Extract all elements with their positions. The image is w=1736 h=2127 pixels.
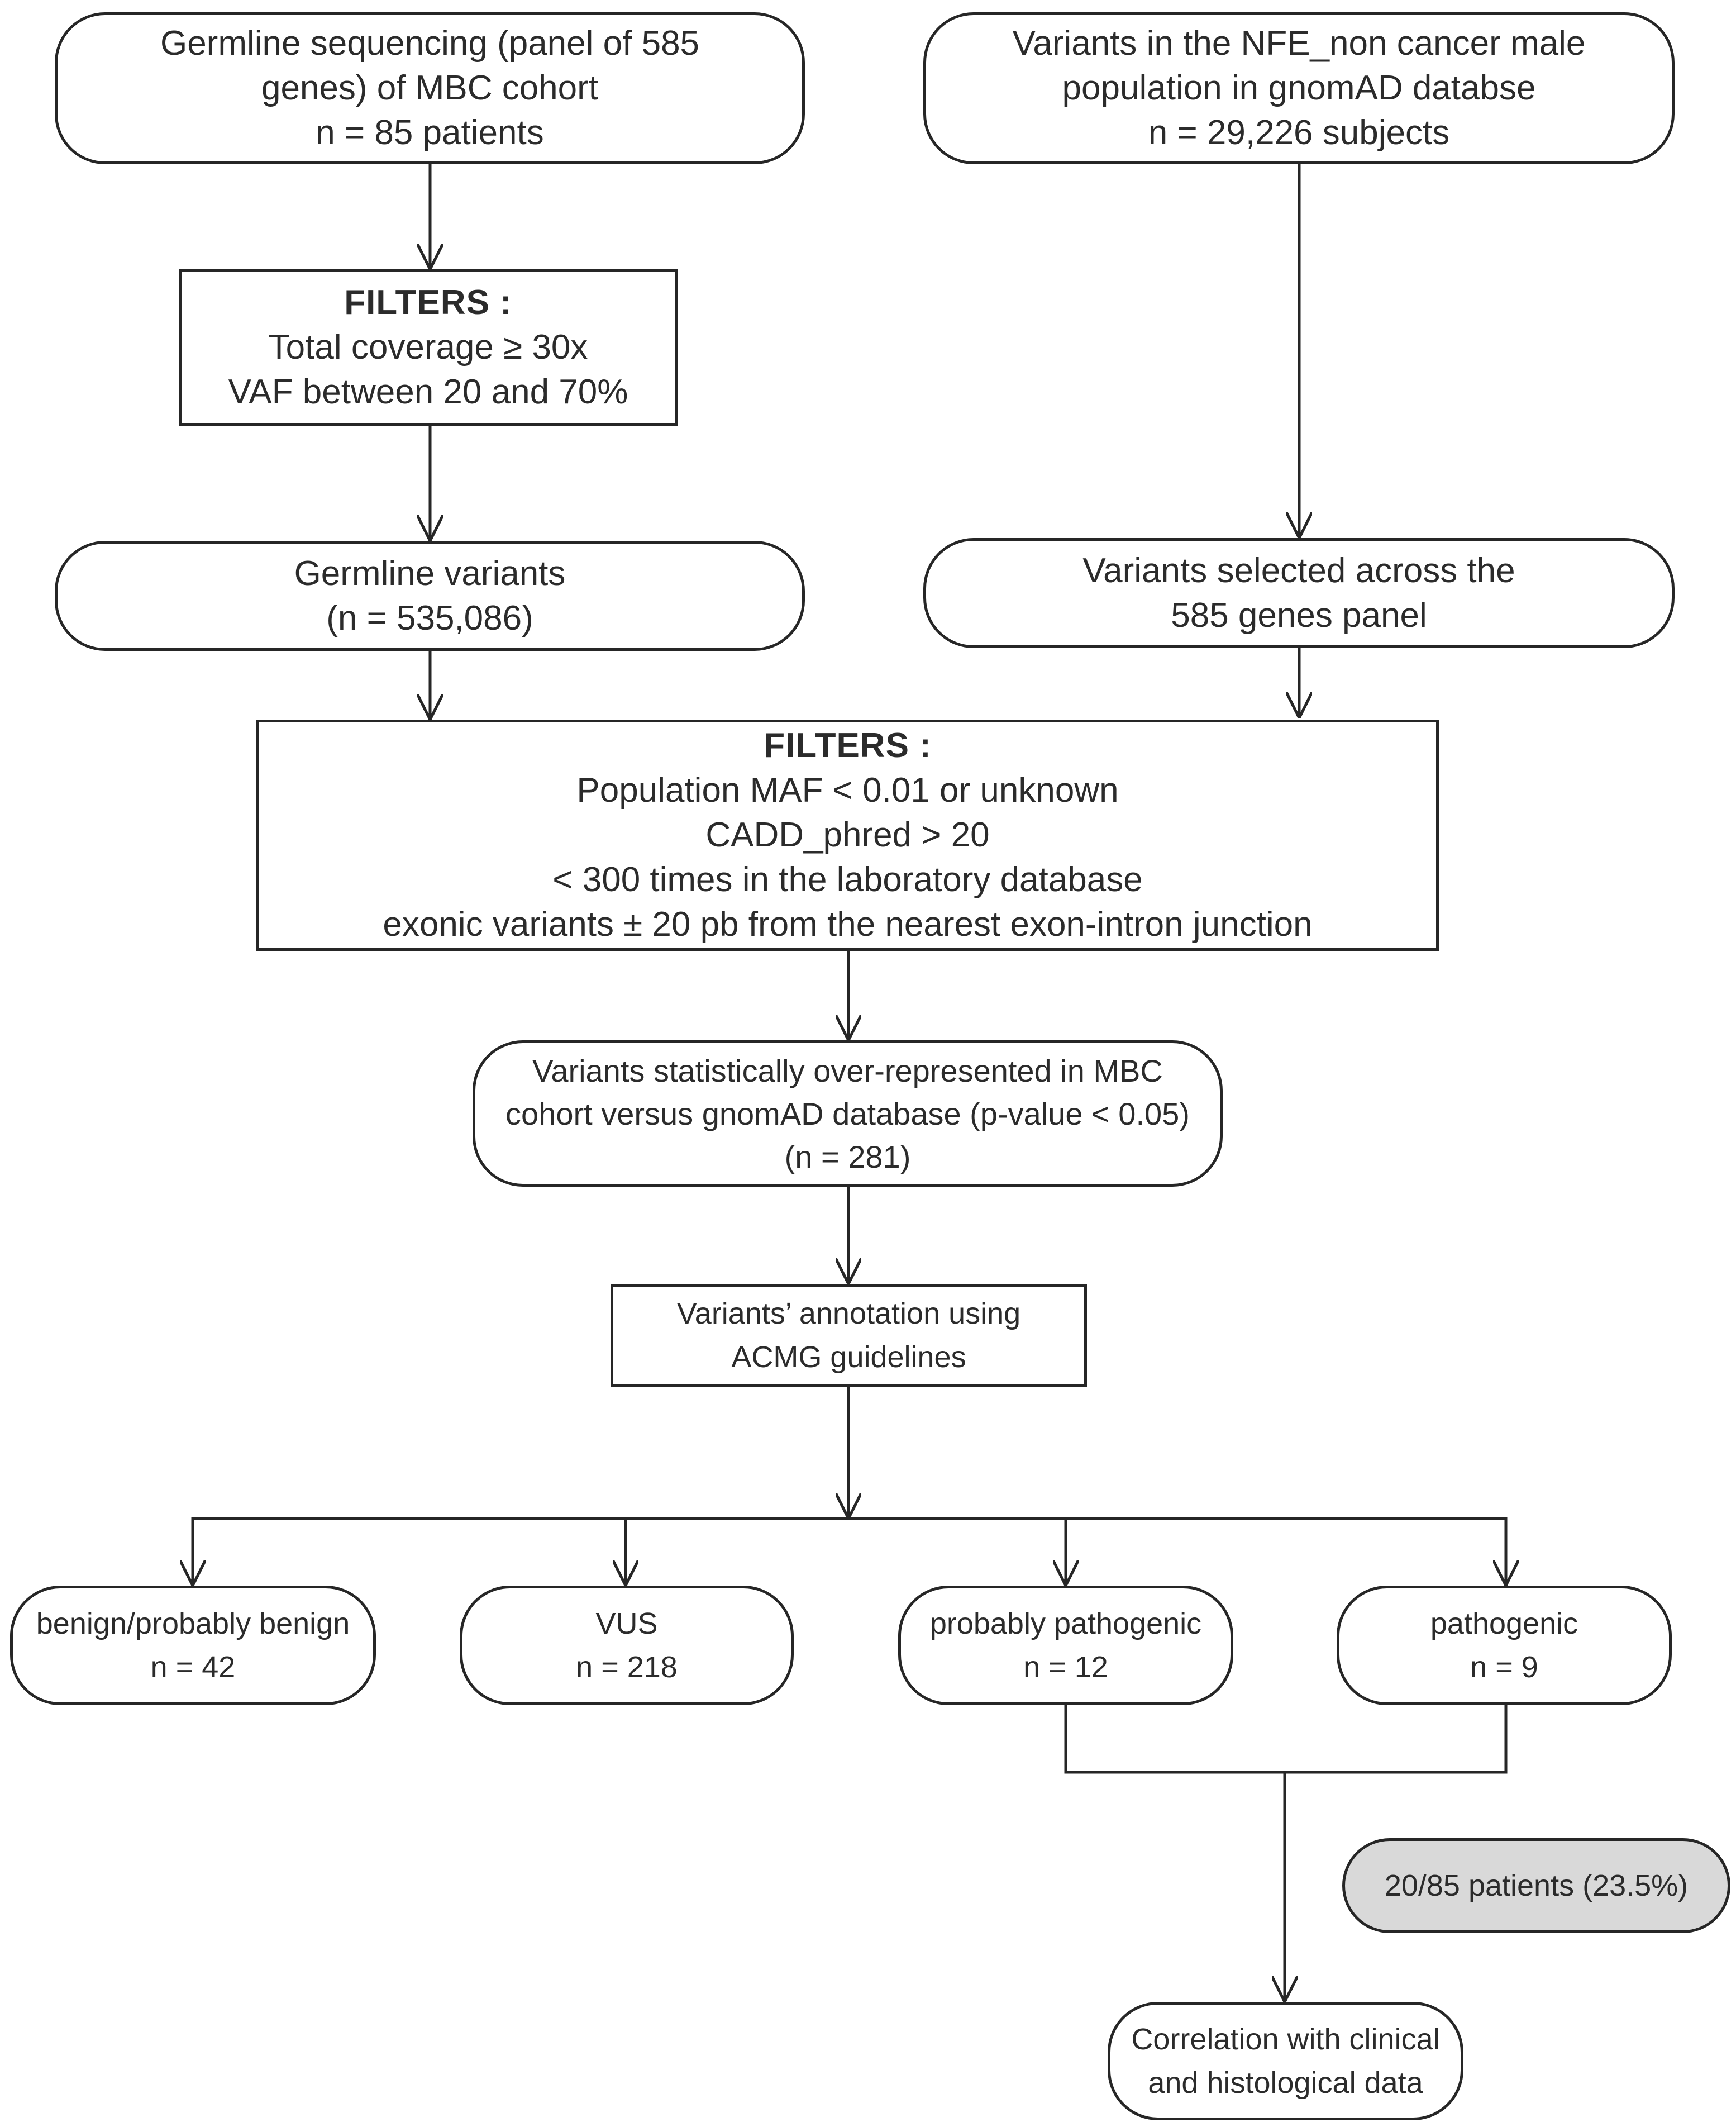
vus-label: VUS [595,1607,658,1640]
filters-1-line-2: VAF between 20 and 70% [228,373,628,411]
mbc-cohort-box: Germline sequencing (panel of 585 genes)… [55,12,805,164]
mbc-cohort-line-1: Germline sequencing (panel of 585 [160,24,700,63]
patients-summary-text: 20/85 patients (23.5%) [1384,1869,1689,1902]
acmg-annotation-line-1: Variants’ annotation using [676,1297,1021,1330]
mbc-cohort-line-2: genes) of MBC cohort [261,69,599,107]
filters-2-box: FILTERS : Population MAF < 0.01 or unkno… [256,720,1439,951]
merge-line [1064,1704,1508,1774]
filters-2-heading: FILTERS : [764,726,932,765]
correlation-line-1: Correlation with clinical [1131,2023,1440,2056]
benign-box: benign/probably benign n = 42 [10,1586,376,1705]
germline-variants-line-1: Germline variants [294,554,566,593]
over-represented-line-1: Variants statistically over-represented … [532,1053,1163,1088]
gnomad-selected-box: Variants selected across the 585 genes p… [923,538,1675,648]
patients-summary-badge: 20/85 patients (23.5%) [1342,1838,1730,1933]
acmg-annotation-box: Variants’ annotation using ACMG guidelin… [611,1284,1087,1387]
germline-variants-box: Germline variants (n = 535,086) [55,541,805,651]
over-represented-line-2: cohort versus gnomAD database (p-value <… [505,1096,1190,1131]
over-represented-line-3: (n = 281) [784,1139,911,1174]
filters-1-box: FILTERS : Total coverage ≥ 30x VAF betwe… [179,269,678,426]
germline-variants-line-2: (n = 535,086) [326,598,533,637]
pathogenic-label: pathogenic [1430,1607,1578,1640]
gnomad-population-line-1: Variants in the NFE_non cancer male [1012,24,1586,63]
pathogenic-box: pathogenic n = 9 [1337,1586,1672,1705]
probably-pathogenic-box: probably pathogenic n = 12 [898,1586,1233,1705]
probably-pathogenic-count: n = 12 [1023,1650,1108,1684]
over-represented-box: Variants statistically over-represented … [473,1040,1223,1187]
filters-1-heading: FILTERS : [344,283,512,322]
vus-box: VUS n = 218 [460,1586,794,1705]
benign-count: n = 42 [150,1650,236,1684]
gnomad-population-box: Variants in the NFE_non cancer male popu… [923,12,1675,164]
vus-count: n = 218 [576,1650,678,1684]
probably-pathogenic-label: probably pathogenic [929,1607,1202,1640]
filters-2-line-3: < 300 times in the laboratory database [552,860,1143,899]
correlation-line-2: and histological data [1148,2066,1423,2100]
mbc-cohort-line-3: n = 85 patients [316,113,544,152]
filters-2-line-4: exonic variants ± 20 pb from the nearest… [383,905,1313,944]
gnomad-population-line-2: population in gnomAD databse [1062,69,1536,107]
filters-2-line-2: CADD_phred > 20 [705,816,990,854]
branch-horizontal-line [191,1517,1508,1584]
filters-2-line-1: Population MAF < 0.01 or unknown [576,771,1119,810]
gnomad-selected-line-2: 585 genes panel [1171,596,1427,635]
gnomad-population-line-3: n = 29,226 subjects [1148,113,1450,152]
gnomad-selected-line-1: Variants selected across the [1082,551,1515,590]
correlation-box: Correlation with clinical and histologic… [1108,2002,1463,2120]
pathogenic-count: n = 9 [1470,1650,1538,1684]
filters-1-line-1: Total coverage ≥ 30x [268,328,588,367]
acmg-annotation-line-2: ACMG guidelines [731,1340,966,1374]
benign-label: benign/probably benign [36,1607,350,1640]
